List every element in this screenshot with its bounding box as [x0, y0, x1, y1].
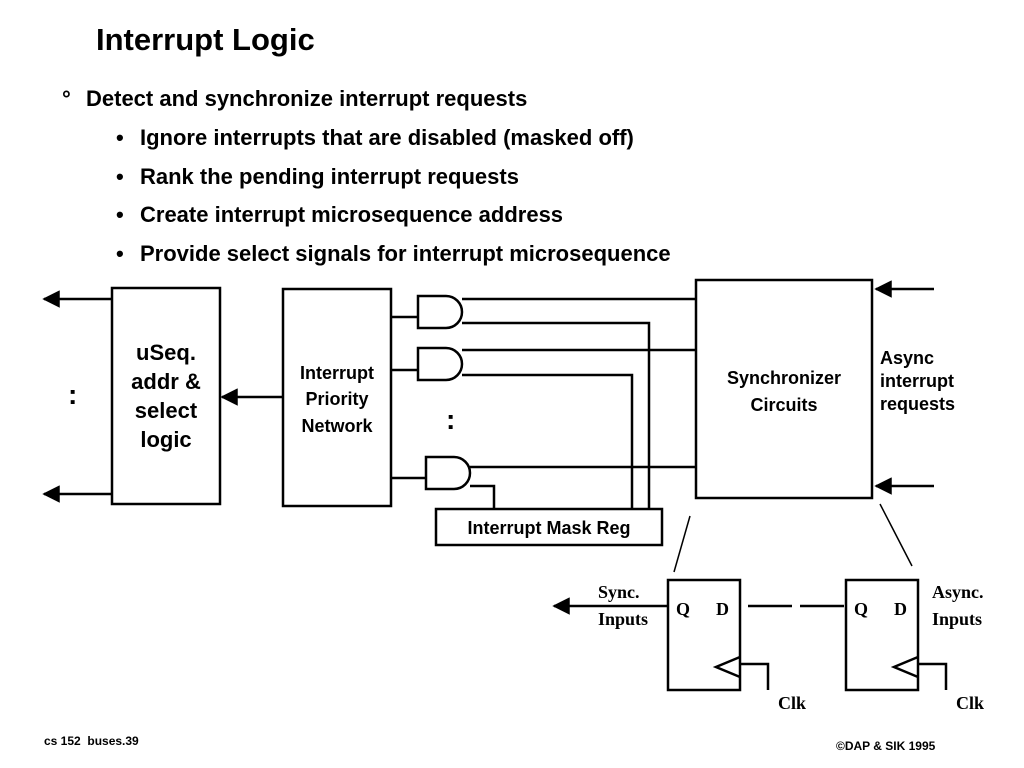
- ellipsis-mark: :: [68, 379, 77, 410]
- clk-label: Clk: [778, 693, 806, 713]
- async-label-line: interrupt: [880, 371, 954, 391]
- clock-triangle-icon: [890, 655, 919, 679]
- async-inputs-label: Async.: [932, 582, 984, 602]
- useq-label-line: logic: [140, 427, 191, 452]
- bullet-marker: •: [116, 164, 124, 189]
- synchronizer-block: [694, 278, 874, 500]
- priority-label-line: Priority: [305, 389, 368, 409]
- bullet-main: ° Detect and synchronize interrupt reques…: [62, 86, 527, 112]
- ff-d-label: D: [894, 599, 907, 619]
- synchronizer-label-line: Synchronizer: [727, 368, 841, 388]
- sub-bullet: • Create interrupt microsequence address: [116, 202, 563, 228]
- and-gate-icon: [416, 294, 464, 330]
- clock-triangle-icon: [712, 655, 741, 679]
- sub-bullet: • Provide select signals for interrupt mi…: [116, 241, 671, 267]
- ff-d-label: D: [716, 599, 729, 619]
- sub-bullet-text: Create interrupt microsequence address: [140, 202, 564, 227]
- sync-flipflop: [666, 578, 742, 692]
- priority-label-line: Network: [301, 416, 373, 436]
- ff-q-label: Q: [676, 599, 690, 619]
- useq-logic-block: [110, 286, 222, 506]
- sync-inputs-label: Inputs: [598, 609, 648, 629]
- useq-label-line: select: [135, 398, 198, 423]
- async-label-line: Async: [880, 348, 934, 368]
- interrupt-mask-reg-box: [434, 507, 664, 547]
- bullet-marker: •: [116, 125, 124, 150]
- bullet-marker: •: [116, 241, 124, 266]
- sub-bullet-text: Ignore interrupts that are disabled (mas…: [140, 125, 634, 150]
- footer-course-label: cs 152 buses.39: [44, 734, 139, 748]
- ff-q-label: Q: [854, 599, 868, 619]
- sub-bullet-text: Provide select signals for interrupt mic…: [140, 241, 671, 266]
- bullet-marker: •: [116, 202, 124, 227]
- and-gate-icon: [424, 455, 472, 491]
- async-inputs-label: Inputs: [932, 609, 982, 629]
- sync-inputs-label: Sync.: [598, 582, 640, 602]
- page-title: Interrupt Logic: [96, 22, 315, 57]
- bullet-text: Detect and synchronize interrupt request…: [86, 86, 528, 111]
- synchronizer-label-line: Circuits: [750, 395, 817, 415]
- sub-bullet: • Ignore interrupts that are disabled (ma…: [116, 125, 634, 151]
- sub-bullet-text: Rank the pending interrupt requests: [140, 164, 519, 189]
- footer-copyright: ©DAP & SIK 1995: [836, 739, 936, 753]
- useq-label-line: uSeq.: [136, 340, 196, 365]
- interrupt-mask-reg-label: Interrupt Mask Reg: [467, 518, 630, 538]
- clk-label: Clk: [956, 693, 984, 713]
- async-flipflop: [844, 578, 920, 692]
- sub-bullet: • Rank the pending interrupt requests: [116, 164, 519, 190]
- async-label-line: requests: [880, 394, 955, 414]
- priority-label-line: Interrupt: [300, 363, 374, 383]
- useq-label-line: addr &: [131, 369, 201, 394]
- bullet-marker: °: [62, 86, 71, 111]
- ellipsis-mark: :: [446, 404, 455, 435]
- and-gate-icon: [416, 346, 464, 382]
